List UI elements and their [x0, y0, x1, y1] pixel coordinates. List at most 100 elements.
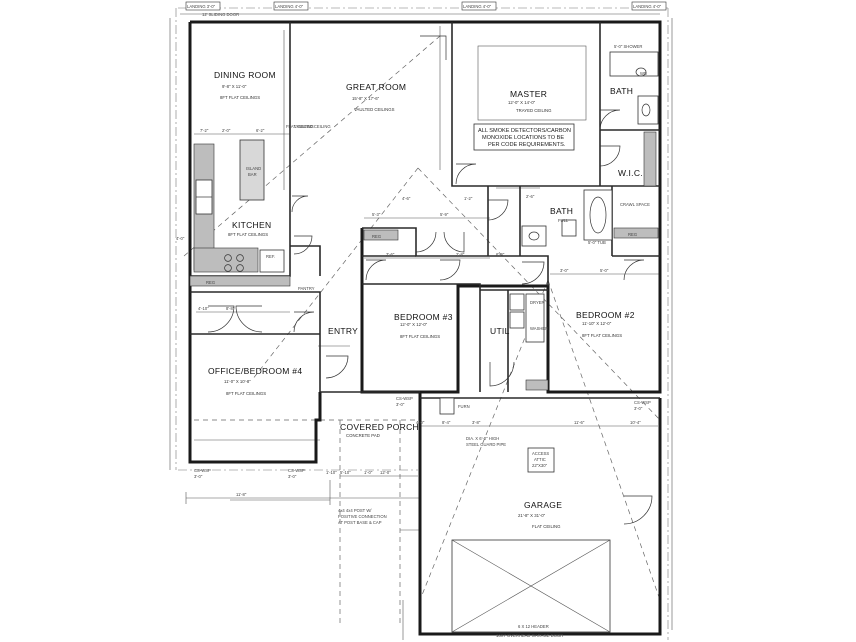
post-note-line1: 4x4 4x4 POST W/	[338, 508, 372, 513]
kitchen-ceiling: 8FT FLAT CEILINGS	[228, 232, 268, 237]
attic-note-line3: 22"X30"	[532, 463, 548, 468]
crawl-note: CRAWL SPACE	[620, 202, 650, 207]
dim-4-10: 4'-10"	[198, 306, 209, 311]
smoke-note-line3: PER CODE REQUIREMENTS.	[488, 142, 566, 148]
bath2-label: BATH	[550, 206, 573, 216]
dim-10-4: 10'-4"	[630, 420, 641, 425]
master-ceiling: TRAYED CEILING	[516, 108, 552, 113]
dining-room-ceiling: 8FT FLAT CEILINGS	[220, 95, 260, 100]
attic-note-line1: ACCESS	[532, 451, 549, 456]
door-swings	[207, 35, 653, 525]
smoke-note-line2: MONOXIDE LOCATIONS TO BE	[482, 135, 564, 141]
bedroom2-size: 11'-10" X 12'-0"	[582, 321, 612, 326]
dimension-lines	[169, 7, 673, 640]
entry-label: ENTRY	[328, 326, 358, 336]
dim-3-6: 3'-6"	[386, 252, 395, 257]
bedroom3-label: BEDROOM #3	[394, 312, 453, 322]
shower-note: 5'-0" SHOWER	[614, 44, 642, 49]
dim-1-0: 1'-0"	[364, 470, 373, 475]
reg-note-3: REG	[628, 232, 637, 237]
tag-cs-wsp-3: CS-WSP	[634, 400, 651, 405]
header-note: 6 X 12 HEADER	[518, 624, 549, 629]
garage-door-note: 16X7 OVERHEAD GARAGE DOOR	[496, 633, 563, 638]
wic-label: W.I.C.	[618, 168, 643, 178]
dining-room-size: 9'-8" X 11'-0"	[222, 84, 247, 89]
bedroom2-label: BEDROOM #2	[576, 310, 635, 320]
dim-12-0: 12'-0"	[380, 470, 391, 475]
dimension-labels: 7'-2" 6'-2" 4'-10" 8'-8" 5'-3" 5'-9" 10'…	[198, 128, 641, 497]
office-ceiling: 8FT FLAT CEILINGS	[226, 391, 266, 396]
tag-cs-wsp-1-len: 3'-0"	[194, 474, 203, 479]
bedroom3-ceiling: 8FT FLAT CEILINGS	[400, 334, 440, 339]
wd-note: WD	[640, 71, 647, 76]
garage-size: 21'-8" X 31'-0"	[518, 513, 546, 518]
dim-5-9: 5'-9"	[440, 212, 449, 217]
tag-cs-wsp-1: CS-WSP	[194, 468, 211, 473]
dim-2-6: 2'-6"	[526, 194, 535, 199]
office-size: 11'-0" X 10'-8"	[224, 379, 251, 384]
flat-ceiling-note: FLAT CEILING	[286, 124, 314, 129]
garage-ceiling: FLAT CEILING	[532, 524, 561, 529]
island-note-line1: ISLAND	[246, 166, 261, 171]
great-room-label: GREAT ROOM	[346, 82, 406, 92]
washer-note: WASHER	[530, 326, 548, 331]
bedroom3-size: 12'-0" X 12'-0"	[400, 322, 428, 327]
tag-cs-wsp-4-len: 3'-0"	[396, 402, 405, 407]
pantry-note: PANTRY	[298, 286, 315, 291]
bath-sub-note: FULL	[558, 218, 569, 223]
dim-11-8: 11'-8"	[236, 492, 247, 497]
dim-6-0: 6'-0"	[496, 252, 505, 257]
porch-sub: CONCRETE PAD	[346, 433, 380, 438]
tag-top-left: LANDING 3'-0"	[187, 4, 216, 9]
fixtures	[189, 45, 659, 633]
post-note-line3: AT POST BASE & CAP	[338, 520, 382, 525]
dining-room-label: DINING ROOM	[214, 70, 276, 80]
post-note-line2: POSITIVE CONNECTION	[338, 514, 387, 519]
util-label: UTIL	[490, 326, 510, 336]
room-labels: DINING ROOM 9'-8" X 11'-0" 8FT FLAT CEIL…	[208, 70, 643, 529]
walls	[188, 20, 662, 636]
tag-cs-wsp-3-len: 3'-0"	[634, 406, 643, 411]
bollard-note-line2: STEEL GUARD PIPE	[466, 442, 506, 447]
dim-5-10: 5'-10"	[340, 470, 351, 475]
reg-note-1: REG	[372, 234, 381, 239]
dim-6-2: 6'-2"	[256, 128, 265, 133]
porch-label: COVERED PORCH	[340, 422, 419, 432]
dim-11-6: 11'-6"	[574, 420, 585, 425]
dim-3-0: 3'-0"	[560, 268, 569, 273]
notes: ALL SMOKE DETECTORS/CARBON MONOXIDE LOCA…	[202, 12, 650, 638]
master-size: 12'-0" X 14'-0"	[508, 100, 536, 105]
tag-cs-wsp-2-len: 3'-0"	[288, 474, 297, 479]
bedroom2-ceiling: 8FT FLAT CEILINGS	[582, 333, 622, 338]
master-label: MASTER	[510, 89, 547, 99]
tub-note: 5'-0" TUB	[588, 240, 606, 245]
master-bath-label: BATH	[610, 86, 633, 96]
tag-top-right: LANDING 4'-0"	[463, 4, 492, 9]
ref-note: REF.	[266, 254, 275, 259]
tag-top-mid: LANDING 4'-0"	[275, 4, 304, 9]
tag-cs-wsp-2: CS-WSP	[288, 468, 305, 473]
island-note-line2: BAR	[248, 172, 257, 177]
tag-cs-wsp-4: CS-WSP	[396, 396, 413, 401]
dryer-note: DRYER	[530, 300, 545, 305]
dim-5-3: 5'-3"	[372, 212, 381, 217]
tag-top-far-right: LANDING 4'-0"	[633, 4, 662, 9]
dim-3-8: 3'-8"	[472, 420, 481, 425]
reg-note-2: REG	[206, 280, 215, 285]
dim-7-2: 7'-2"	[200, 128, 209, 133]
dim-4-6: 4'-6"	[402, 196, 411, 201]
dim-2-0: 2'-0"	[222, 128, 231, 133]
vaulted-note: VAULTED CEILING	[294, 124, 331, 129]
furn-note: FURN	[458, 404, 470, 409]
kitchen-label: KITCHEN	[232, 220, 271, 230]
great-room-size: 15'-8" X 17'-6"	[352, 96, 380, 101]
dim-8-4: 8'-4"	[442, 420, 451, 425]
sliding-door-note: 12' SLIDING DOOR	[202, 12, 239, 17]
dim-4-0: 4'-0"	[416, 420, 425, 425]
dim-5-0: 5'-0"	[600, 268, 609, 273]
dim-8-8: 8'-8"	[226, 306, 235, 311]
office-label: OFFICE/BEDROOM #4	[208, 366, 302, 376]
great-room-ceiling: VAULTED CEILINGS	[354, 107, 395, 112]
garage-label: GARAGE	[524, 500, 562, 510]
